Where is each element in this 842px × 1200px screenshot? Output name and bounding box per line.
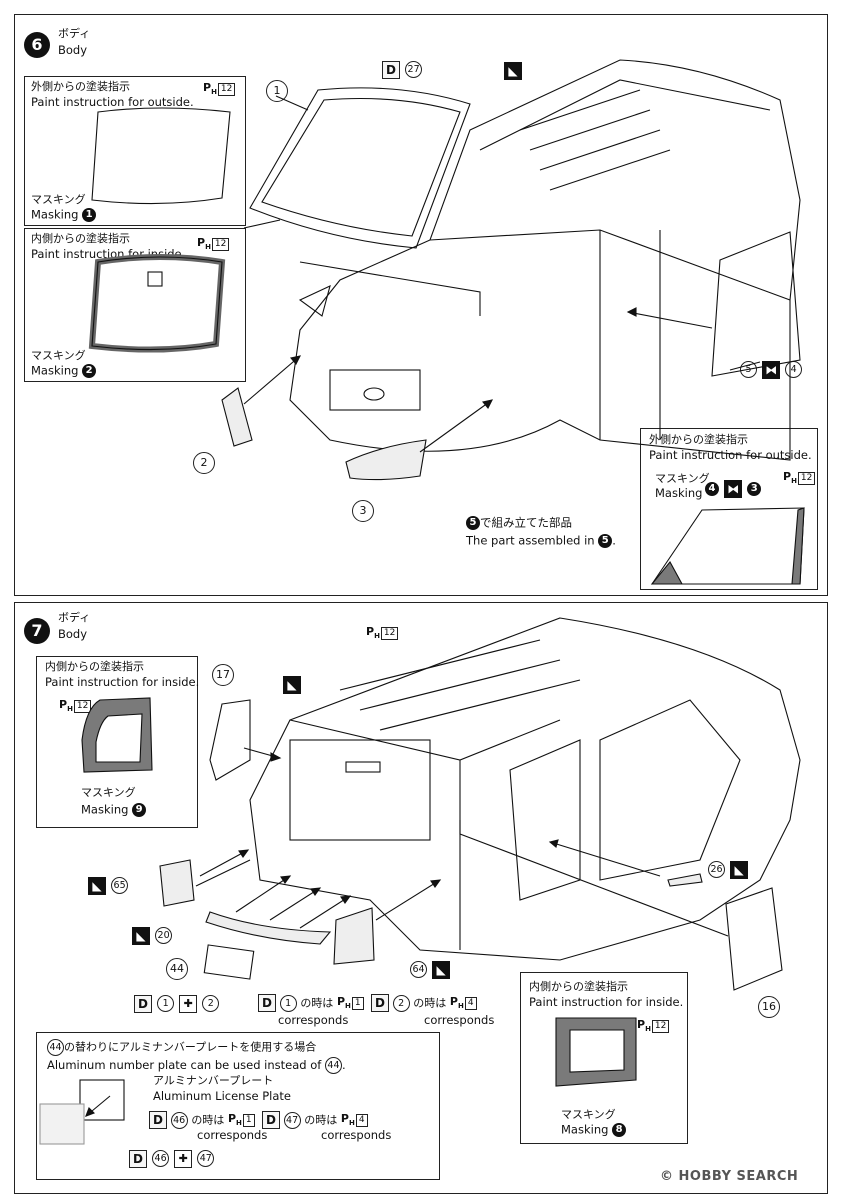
quarter-window-part-5 [711, 231, 801, 377]
s7-inside-en: Paint instruction for inside. [45, 675, 200, 689]
right-mask-nums: 4 ⧓ 3 [705, 479, 762, 498]
alu-corr-1: corresponds [197, 1128, 268, 1142]
hobby-search-watermark: © HOBBY SEARCH [660, 1169, 799, 1184]
d27-label: D 27 [382, 60, 423, 79]
right-mask-jp: マスキング [655, 472, 710, 485]
outside-paint-en: Paint instruction for outside. [31, 95, 194, 109]
s7-inside-mask-jp: マスキング [81, 786, 136, 799]
windshield-inset-inside [88, 254, 226, 353]
part-1: 1 [266, 80, 288, 102]
part-16: 16 [758, 996, 780, 1018]
part-3: 3 [352, 500, 374, 522]
corresponds-2: corresponds [424, 1013, 495, 1027]
rear-window [289, 739, 431, 841]
right-mask-en: Masking [655, 486, 703, 500]
d-1-2-row: D 1 ✚ 2 [134, 994, 220, 1013]
part-26-label: 26 ◣ [708, 860, 749, 879]
car-body-step6 [289, 59, 801, 461]
part-65-label: ◣ 65 [88, 876, 129, 895]
s7-inside-mask-en: Masking 9 [81, 803, 147, 817]
step6-number: 6 [24, 32, 50, 58]
windshield-inset-outside [91, 107, 231, 205]
bumper-part-20 [205, 911, 332, 945]
s7b-mask-jp: マスキング [561, 1108, 616, 1121]
paint-icon-roof2: ◣ [283, 676, 301, 694]
window-part-16 [725, 887, 783, 991]
outside-mask-jp: マスキング [31, 193, 86, 206]
alu-plate-en: Aluminum License Plate [153, 1089, 291, 1103]
part-2: 2 [193, 452, 215, 474]
step6-inside-paint-box: 内側からの塗装指示 Paint instruction for inside. … [24, 228, 246, 382]
s7b-inside-en: Paint instruction for inside. [529, 995, 684, 1009]
right-paint-jp: 外側からの塗装指示 [649, 433, 748, 446]
part-20-label: ◣ 20 [132, 926, 173, 945]
license-plate-part-44 [203, 944, 255, 980]
inside-mask-en: Masking 2 [31, 364, 97, 378]
headlight-part-3 [345, 439, 427, 481]
alu-corr-2: corresponds [321, 1128, 392, 1142]
step7-number: 7 [24, 618, 50, 644]
assembled-en: The part assembled in 5. [466, 533, 616, 548]
tail-part-65 [159, 859, 195, 907]
alu-line2: Aluminum number plate can be used instea… [47, 1057, 346, 1074]
car-body-step7 [249, 617, 801, 961]
front-grille [329, 369, 421, 411]
step7-title-en: Body [58, 627, 88, 641]
outside-paint-jp: 外側からの塗装指示 [31, 80, 130, 93]
step6-title-jp: ボディ [58, 27, 91, 40]
corresponds-1: corresponds [278, 1013, 349, 1027]
step6-outside-paint-box: 外側からの塗装指示 Paint instruction for outside.… [24, 76, 246, 226]
part-64-label: 64 ◣ [410, 960, 451, 979]
part-44: 44 [166, 958, 188, 980]
inside-paint-jp: 内側からの塗装指示 [31, 232, 130, 245]
tail-part-64 [333, 907, 375, 965]
s7b-mask-en: Masking 8 [561, 1123, 627, 1137]
glass-part-17 [209, 699, 251, 781]
windshield-part-1 [249, 87, 471, 249]
s7-inside-jp: 内側からの塗装指示 [45, 660, 144, 673]
handle-part-26 [667, 873, 703, 887]
alu-d46-47-row: D 46 ✚ 47 [129, 1149, 215, 1168]
inside-mask-jp: マスキング [31, 349, 86, 362]
step6-title-en: Body [58, 43, 88, 57]
headlight-part-2 [221, 387, 253, 447]
alu-plate-jp: アルミナンバープレート [153, 1074, 274, 1087]
outside-mask-en: Masking 1 [31, 208, 97, 222]
s7b-inside-jp: 内側からの塗装指示 [529, 980, 628, 993]
part-17: 17 [212, 664, 234, 686]
step7-title-jp: ボディ [58, 611, 91, 624]
paint-icon-roof: ◣ [504, 62, 522, 80]
